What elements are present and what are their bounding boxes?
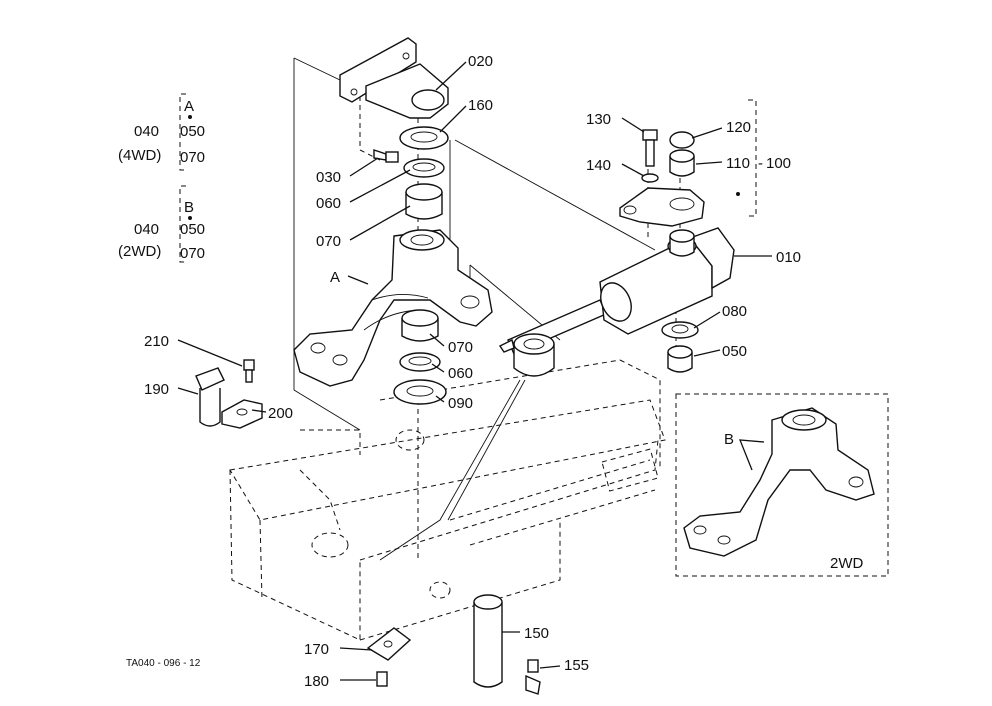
- variant-a-letter: A: [184, 98, 194, 115]
- label-010: 010: [776, 249, 801, 266]
- part-210-grease-nipple: [243, 359, 255, 383]
- part-010-steering-cylinder: [498, 227, 735, 377]
- part-190-pin: [195, 367, 225, 427]
- part-090-washer: [393, 379, 447, 405]
- label-120: 120: [726, 119, 751, 136]
- label-155: 155: [564, 657, 589, 674]
- label-070-lower: 070: [448, 339, 473, 356]
- label-130: 130: [586, 111, 611, 128]
- part-050-bushing: [667, 345, 693, 373]
- part-080-washer: [661, 321, 699, 339]
- label-080: 080: [722, 303, 747, 320]
- part-200-plate: [221, 399, 263, 429]
- label-210: 210: [144, 333, 169, 350]
- label-160: 160: [468, 97, 493, 114]
- label-050: 050: [722, 343, 747, 360]
- part-130-bolt: [642, 129, 658, 167]
- variant-a-base: 040: [134, 123, 159, 140]
- part-070-bushing-lower: [401, 309, 439, 342]
- label-070-upper: 070: [316, 233, 341, 250]
- variant-group-b: B 040 050 (2WD) 070: [118, 185, 205, 263]
- inset-2wd: 2WD: [675, 393, 889, 577]
- label-060-upper: 060: [316, 195, 341, 212]
- diagram-id: TA040 - 096 - 12: [126, 658, 201, 669]
- variant-a-note: (4WD): [118, 147, 161, 164]
- part-020-bracket: [339, 37, 449, 119]
- label-170: 170: [304, 641, 329, 658]
- callout-a: A: [330, 269, 340, 286]
- part-120-cap: [669, 131, 695, 149]
- part-150-pin: [473, 594, 503, 688]
- variant-a-part-070: 070: [180, 149, 205, 166]
- variant-b-part-050: 050: [180, 221, 205, 238]
- label-190: 190: [144, 381, 169, 398]
- variant-group-a: A 040 050 (4WD) 070: [118, 93, 205, 171]
- leader-lines: [177, 61, 772, 681]
- label-020: 020: [468, 53, 493, 70]
- label-200: 200: [268, 405, 293, 422]
- label-060-lower: 060: [448, 365, 473, 382]
- label-180: 180: [304, 673, 329, 690]
- part-140-washer: [641, 173, 659, 183]
- label-100: 100: [766, 155, 791, 172]
- part-060-seal-lower: [399, 352, 441, 372]
- callout-b: B: [724, 431, 734, 448]
- assembly-guide-lines: [293, 57, 681, 561]
- label-110: 110: [726, 155, 750, 172]
- variant-b-base: 040: [134, 221, 159, 238]
- label-030: 030: [316, 169, 341, 186]
- part-060-seal-upper: [403, 158, 445, 178]
- label-140: 140: [586, 157, 611, 174]
- label-150: 150: [524, 625, 549, 642]
- part-160-washer: [399, 126, 449, 150]
- part-070-bushing-upper: [405, 183, 443, 220]
- variant-b-part-070: 070: [180, 245, 205, 262]
- variant-b-note: (2WD): [118, 243, 161, 260]
- part-170-plate: [366, 627, 412, 661]
- variant-a-part-050: 050: [180, 123, 205, 140]
- part-030-grease-fitting: [373, 149, 399, 163]
- variant-b-letter: B: [184, 199, 194, 216]
- part-100-clamp-assembly: [619, 99, 757, 227]
- knuckle-arm-a: [293, 229, 493, 387]
- part-155-grease-fitting: [525, 659, 541, 695]
- part-110-collar: [669, 149, 695, 177]
- part-180-bolt: [376, 671, 388, 687]
- label-090: 090: [448, 395, 473, 412]
- inset-label: 2WD: [830, 555, 864, 572]
- label-dash-100: -: [758, 155, 763, 172]
